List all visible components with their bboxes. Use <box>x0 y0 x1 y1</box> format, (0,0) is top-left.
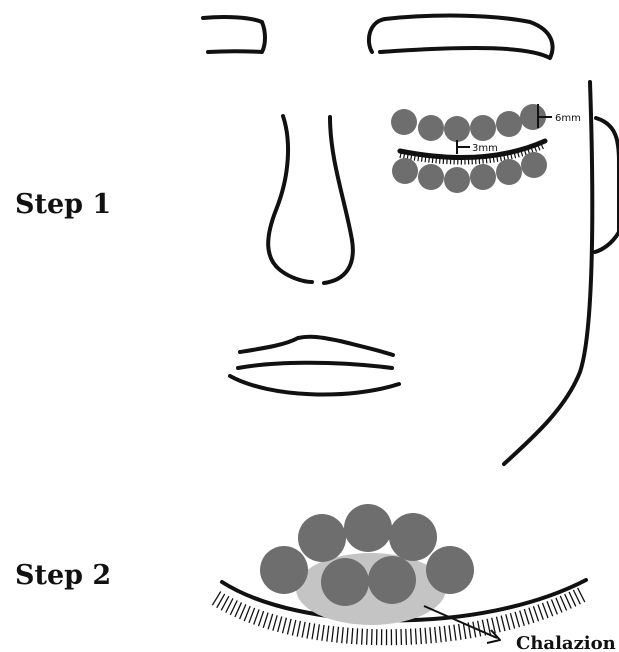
nose-right-line <box>324 117 353 283</box>
right-eyebrow <box>369 16 553 58</box>
treatment-spot <box>521 152 547 178</box>
treatment-spot <box>389 513 437 561</box>
treatment-spot <box>418 164 444 190</box>
lower-lip <box>230 376 399 394</box>
treatment-spot <box>496 159 522 185</box>
treatment-spot <box>298 514 346 562</box>
treatment-spot <box>496 111 522 137</box>
left-eyebrow <box>203 17 265 52</box>
treatment-spot <box>444 116 470 142</box>
chalazion-label: Chalazion <box>516 633 616 652</box>
lip-line <box>238 363 392 368</box>
treatment-spot <box>444 167 470 193</box>
treatment-spot <box>391 109 417 135</box>
treatment-spot <box>368 556 416 604</box>
jaw-line <box>504 82 592 464</box>
ear <box>595 118 619 252</box>
treatment-spot <box>344 504 392 552</box>
nose-left-line <box>268 116 312 282</box>
treatment-spot <box>426 546 474 594</box>
treatment-spot <box>392 158 418 184</box>
treatment-spot <box>470 115 496 141</box>
spot-diameter-label: 6mm <box>555 113 581 124</box>
treatment-spot <box>470 164 496 190</box>
treatment-spot <box>260 546 308 594</box>
treatment-spot <box>418 115 444 141</box>
upper-lip <box>240 337 393 355</box>
lid-distance-label: 3mm <box>472 143 498 154</box>
measure-3mm-bracket <box>457 140 470 154</box>
treatment-spot <box>321 558 369 606</box>
